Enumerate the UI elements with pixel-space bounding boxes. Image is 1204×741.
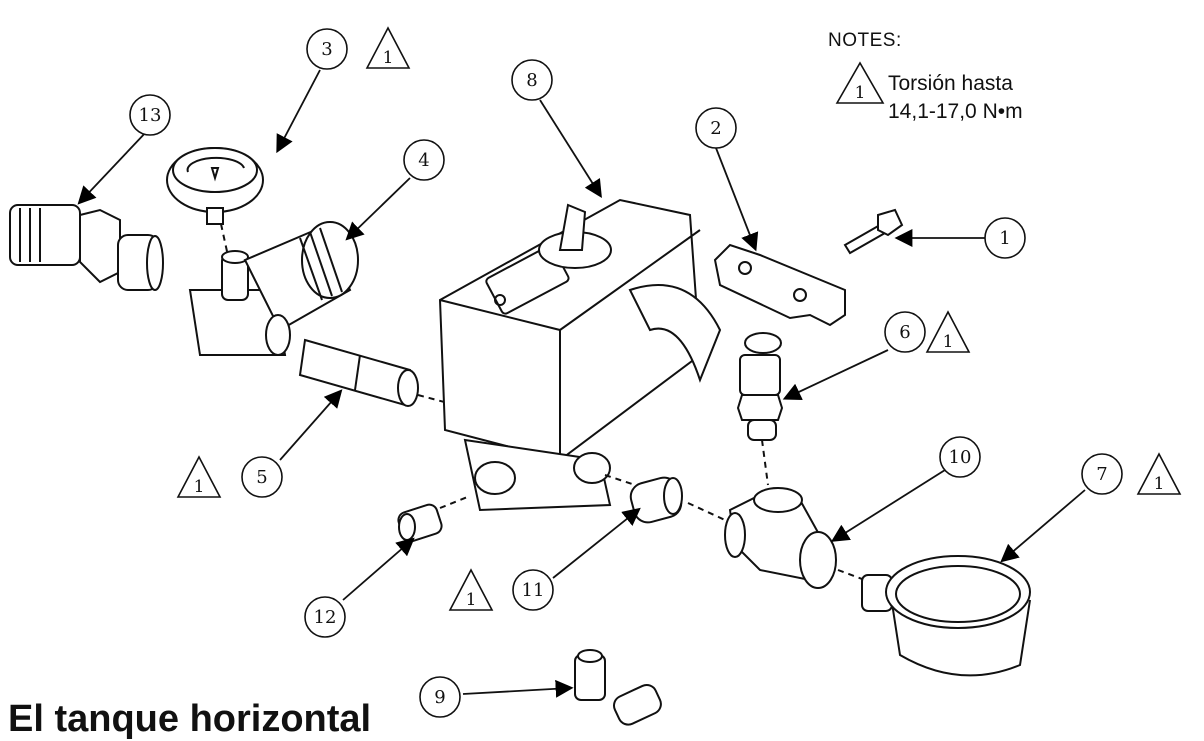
- callout-4: [403, 139, 445, 181]
- part-1-screw: [843, 208, 904, 255]
- torque-mark-part-5: [176, 455, 222, 498]
- leader-lines: [77, 69, 1086, 698]
- callout-5-label: 5: [256, 467, 267, 488]
- callout-10-label: 10: [949, 447, 972, 468]
- part-5-nipple: [298, 338, 419, 407]
- part-9-drain-valve: [574, 649, 662, 726]
- callout-8-label: 8: [526, 70, 537, 91]
- callout-9-label: 9: [434, 687, 445, 708]
- torque-mark-part-11-label: 1: [466, 590, 477, 610]
- section-heading: El tanque horizontal: [8, 698, 372, 740]
- torque-mark-part-5-label: 1: [194, 477, 205, 497]
- callout-4-label: 4: [418, 150, 429, 171]
- notes-torque-text: Torsión hasta 14,1-17,0 N•m: [888, 70, 1023, 126]
- part-6-safety-valve: [736, 332, 784, 441]
- torque-mark-part-6: [925, 310, 971, 353]
- part-2-bracket: [713, 243, 846, 327]
- callout-10: [939, 436, 981, 478]
- part-13-quick-coupler: [9, 204, 164, 291]
- notes-symbol-label: 1: [855, 83, 866, 103]
- callout-1: [984, 217, 1026, 259]
- callout-1-label: 1: [999, 228, 1010, 249]
- callout-11: [512, 569, 554, 611]
- part-8-pressure-switch: [438, 198, 722, 512]
- notes-torque-symbol: [835, 61, 885, 104]
- notes-torque-line-1: Torsión hasta: [888, 72, 1013, 95]
- callout-3: [306, 28, 348, 70]
- callout-13: [129, 94, 171, 136]
- torque-mark-part-6-label: 1: [943, 332, 954, 352]
- callout-circles: [129, 28, 1123, 718]
- torque-mark-part-7: [1136, 452, 1182, 495]
- callout-13-label: 13: [139, 105, 162, 126]
- callout-12: [304, 596, 346, 638]
- part-12-plug: [397, 503, 443, 543]
- callout-7: [1081, 453, 1123, 495]
- part-7-gauge: [861, 555, 1031, 677]
- part-4-tee-fitting: [188, 221, 359, 356]
- callout-3-label: 3: [321, 39, 332, 60]
- torque-mark-part-11: [448, 568, 494, 611]
- torque-mark-part-3-label: 1: [383, 48, 394, 68]
- callout-7-label: 7: [1096, 464, 1107, 485]
- part-3-dial-cap: [166, 147, 264, 225]
- torque-triangles: [176, 26, 1182, 611]
- callout-9: [419, 676, 461, 718]
- notes-torque-line-2: 14,1-17,0 N•m: [888, 100, 1023, 123]
- callout-8: [511, 59, 553, 101]
- callout-2-label: 2: [710, 118, 721, 139]
- callout-6: [884, 311, 926, 353]
- part-11-nipple: [629, 476, 683, 524]
- callout-2: [695, 107, 737, 149]
- callout-12-label: 12: [314, 607, 337, 628]
- callout-5: [241, 456, 283, 498]
- torque-mark-part-7-label: 1: [1154, 474, 1165, 494]
- callout-6-label: 6: [899, 322, 910, 343]
- notes-title: NOTES:: [828, 30, 902, 51]
- callout-11-label: 11: [522, 580, 545, 601]
- torque-mark-part-3: [365, 26, 411, 69]
- part-10-tee: [724, 487, 837, 589]
